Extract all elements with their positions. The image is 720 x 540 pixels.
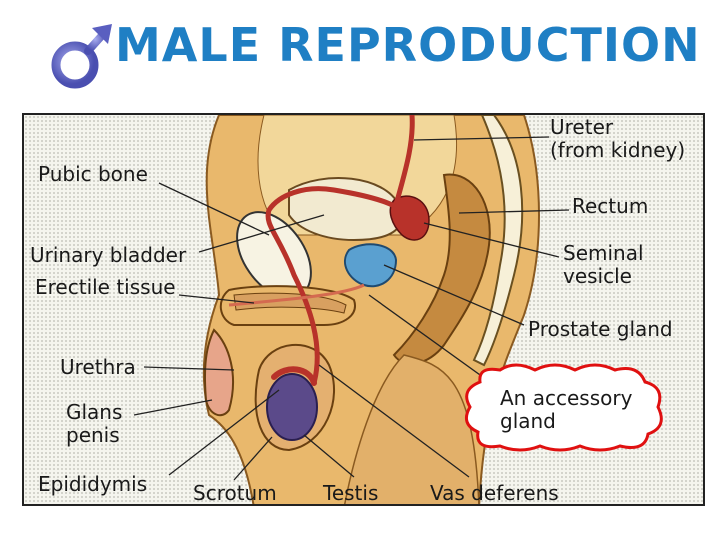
urethra (228, 283, 365, 307)
label-testis: Testis (323, 481, 379, 505)
seminal-vesicle (389, 195, 430, 241)
leader-epididymis (168, 389, 280, 476)
leader-lines (133, 136, 570, 481)
label-vas-deferens: Vas deferens (430, 481, 559, 505)
anatomy-illustration (133, 115, 570, 504)
leader-vas-deferens (318, 364, 470, 478)
leader-seminal-vesicle (423, 222, 560, 258)
label-urethra: Urethra (60, 355, 136, 379)
label-pubic-bone: Pubic bone (38, 162, 148, 186)
leader-prostate-gland (383, 264, 525, 326)
label-erectile-tissue: Erectile tissue (35, 275, 176, 299)
label-urinary-bladder: Urinary bladder (30, 243, 187, 267)
label-prostate-gland: Prostate gland (528, 317, 673, 341)
erectile-tissue (233, 292, 347, 314)
label-rectum: Rectum (572, 194, 649, 218)
thigh (344, 354, 480, 504)
leader-testis (303, 434, 355, 478)
label-glans-penis: Glans penis (66, 400, 123, 447)
leader-scrotum (233, 436, 273, 481)
epididymis (271, 366, 317, 386)
vas-deferens (265, 186, 399, 386)
leader-urinary-bladder (198, 214, 325, 253)
testis (266, 373, 318, 441)
glans-penis (203, 328, 235, 417)
sacrum (472, 115, 524, 367)
label-accessory-gland: An accessory gland (500, 386, 633, 433)
leader-accessory-gland (368, 294, 495, 386)
page-title: MALE REPRODUCTION (115, 18, 701, 72)
ureter (393, 115, 415, 208)
label-epididymis: Epididymis (38, 472, 148, 496)
label-scrotum: Scrotum (193, 481, 277, 505)
leader-urethra (143, 366, 235, 371)
male-sign-icon (51, 24, 112, 89)
leader-glans-penis (133, 399, 213, 416)
leader-ureter (413, 136, 550, 141)
accessory-gland-callout (464, 363, 663, 452)
label-ureter: Ureter (from kidney) (550, 115, 686, 162)
leader-pubic-bone (158, 182, 270, 236)
prostate-gland (344, 243, 398, 288)
label-seminal-vesicle: Seminal vesicle (563, 241, 644, 288)
anatomy-diagram (22, 113, 705, 506)
leader-rectum (458, 209, 570, 214)
leader-erectile-tissue (178, 294, 255, 304)
